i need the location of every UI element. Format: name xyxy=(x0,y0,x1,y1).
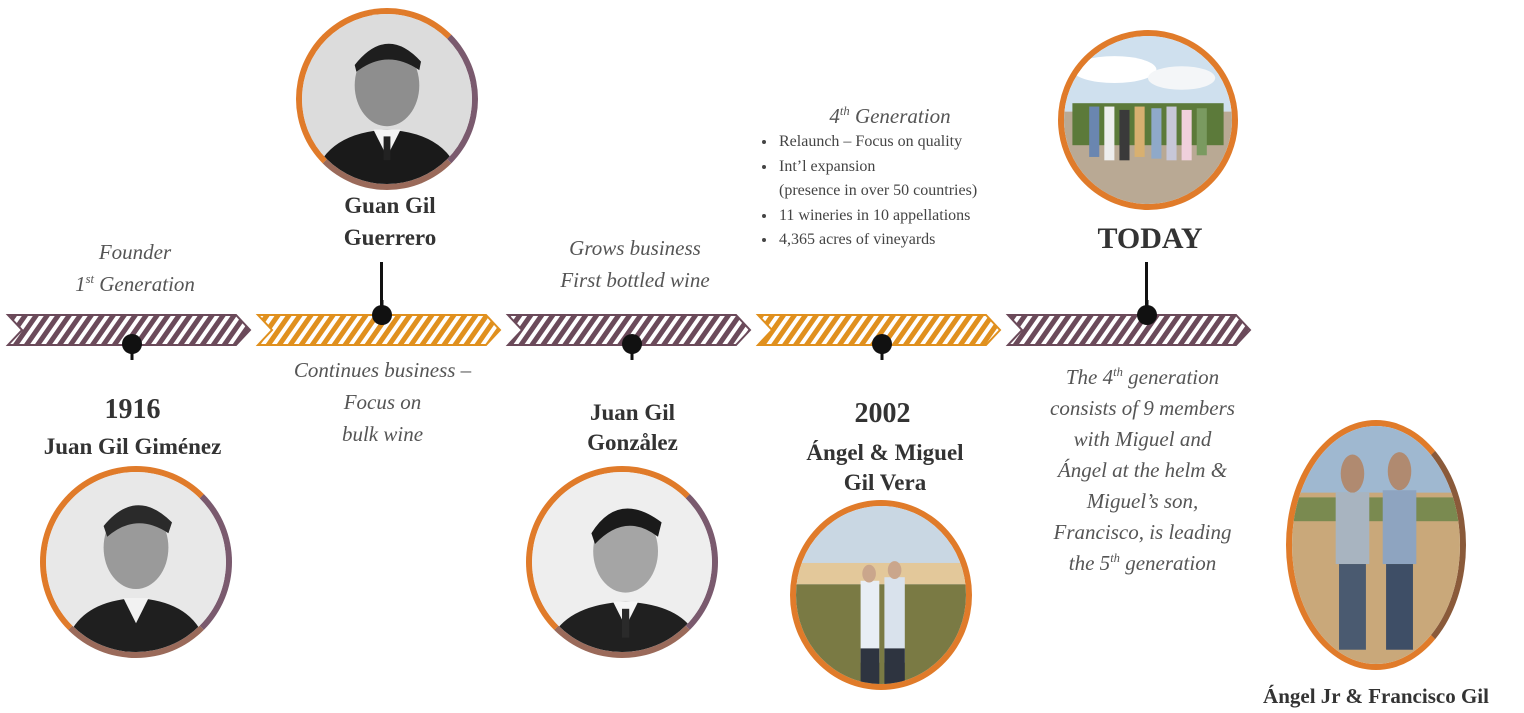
today-desc-line6: Francisco, is leading xyxy=(1053,520,1232,544)
today-desc-line1: The 4th generation xyxy=(1065,365,1220,389)
gen4-heading: 4th Generation xyxy=(829,104,951,128)
today-label: TODAY xyxy=(1097,222,1203,255)
gen3-desc-line1: Grows business xyxy=(569,236,701,260)
gen4-bullet-3: 11 wineries in 10 appellations xyxy=(777,204,1067,229)
timeline-dot-2002 xyxy=(872,334,892,354)
gen2-portrait xyxy=(296,8,478,190)
timeline-dot-1916 xyxy=(122,334,142,354)
timeline-segment-4 xyxy=(755,314,1002,346)
gen3-name-line1: Juan Gil xyxy=(589,400,675,425)
gen4-name: Ángel & Miguel Gil Vera xyxy=(780,438,990,498)
gen3-desc-line2: First bottled wine xyxy=(560,268,710,292)
gen3-portrait xyxy=(526,466,718,658)
gen4-year: 2002 xyxy=(854,398,911,429)
gen4-bullet-1: Relaunch – Focus on quality xyxy=(777,130,1067,155)
gen2-description: Continues business – Focus on bulk wine xyxy=(265,354,500,450)
gen4-name-line1: Ángel & Miguel xyxy=(806,440,964,465)
timeline-segment-5 xyxy=(1005,314,1252,346)
timeline-dot-gen2 xyxy=(372,305,392,325)
today-desc-line5: Miguel’s son, xyxy=(1086,489,1199,513)
gen2-desc-line1: Continues business – xyxy=(293,358,472,382)
gen1-portrait xyxy=(40,466,232,658)
gen4-bullet-4: 4,365 acres of vineyards xyxy=(777,228,1067,253)
today-description: The 4th generation consists of 9 members… xyxy=(1020,362,1265,579)
gen4-name-line2: Gil Vera xyxy=(843,470,927,495)
gen2-name: Guan Gil Guerrero xyxy=(300,190,480,254)
today-desc-line7: the 5th generation xyxy=(1068,551,1217,575)
gen4-bullet-2: Int’l expansion(presence in over 50 coun… xyxy=(777,155,1067,204)
gen2-name-line1: Guan Gil xyxy=(344,193,436,218)
gen4-bullets: Relaunch – Focus on quality Int’l expans… xyxy=(755,130,1067,253)
timeline-dot-today xyxy=(1137,305,1157,325)
today-group-photo xyxy=(1058,30,1238,210)
today-desc-line2: consists of 9 members xyxy=(1050,396,1235,420)
gen1-role-line2: 1st Generation xyxy=(75,272,195,296)
connector-today xyxy=(1145,262,1148,312)
gen1-role-line1: Founder xyxy=(98,240,172,264)
timeline-segment-2 xyxy=(255,314,502,346)
today-desc-line4: Ángel at the helm & xyxy=(1057,458,1228,482)
timeline-band xyxy=(5,300,1252,360)
gen2-desc-line2: Focus on xyxy=(343,390,422,414)
timeline-segment-1 xyxy=(5,314,252,346)
gen1-year: 1916 xyxy=(104,394,161,425)
gen3-description: Grows business First bottled wine xyxy=(530,232,740,296)
fifth-gen-caption: Ángel Jr & Francisco Gil xyxy=(1263,684,1489,708)
fifth-gen-photo xyxy=(1286,420,1466,670)
gen2-name-line2: Guerrero xyxy=(343,225,437,250)
gen4-photo xyxy=(790,500,972,690)
gen2-desc-line3: bulk wine xyxy=(341,422,424,446)
gen1-role: Founder 1st Generation xyxy=(40,236,230,300)
gen3-name: Juan Gil Gonzålez xyxy=(545,398,720,458)
today-desc-line3: with Miguel and xyxy=(1073,427,1212,451)
gen1-name: Juan Gil Giménez xyxy=(43,434,222,459)
connector-gen2 xyxy=(380,262,383,312)
timeline-dot-gen3 xyxy=(622,334,642,354)
timeline-segment-3 xyxy=(505,314,752,346)
gen3-name-line2: Gonzålez xyxy=(587,430,678,455)
